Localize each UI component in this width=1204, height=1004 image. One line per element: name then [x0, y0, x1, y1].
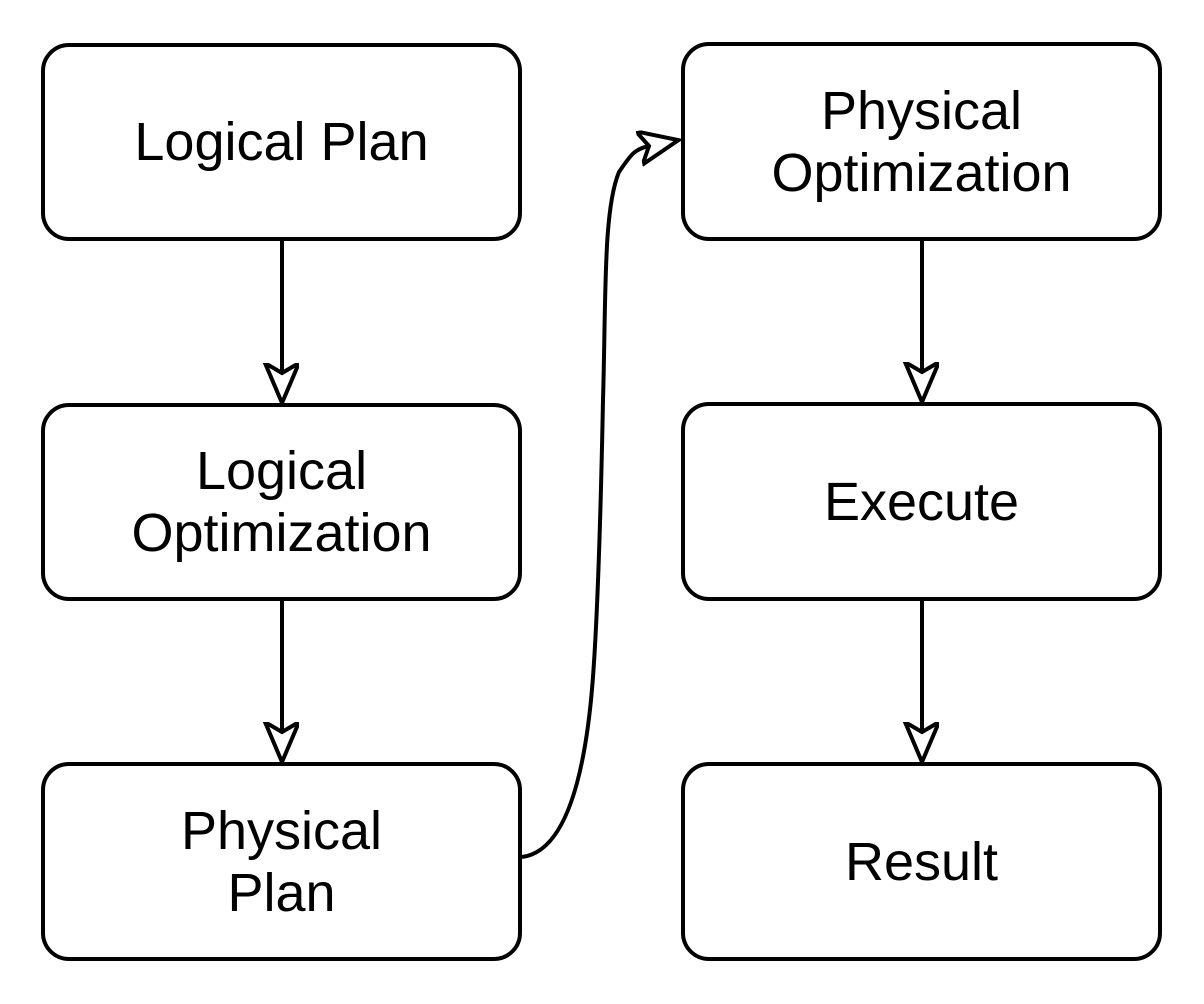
node-result: Result — [681, 762, 1162, 961]
node-logical-optimization: Logical Optimization — [41, 403, 522, 601]
node-logical-plan-label: Logical Plan — [134, 112, 429, 172]
edge-physical-plan-to-physical-optimization — [521, 146, 649, 859]
node-execute: Execute — [681, 402, 1162, 601]
node-logical-plan: Logical Plan — [41, 43, 522, 241]
node-physical-plan: Physical Plan — [41, 762, 522, 961]
node-result-label: Result — [844, 831, 999, 892]
node-execute-label: Execute — [823, 471, 1020, 532]
node-physical-plan-label: Physical Plan — [180, 800, 383, 923]
node-physical-optimization-label: Physical Optimization — [771, 80, 1072, 203]
node-logical-optimization-label: Logical Optimization — [131, 441, 432, 563]
node-physical-optimization: Physical Optimization — [681, 42, 1162, 241]
